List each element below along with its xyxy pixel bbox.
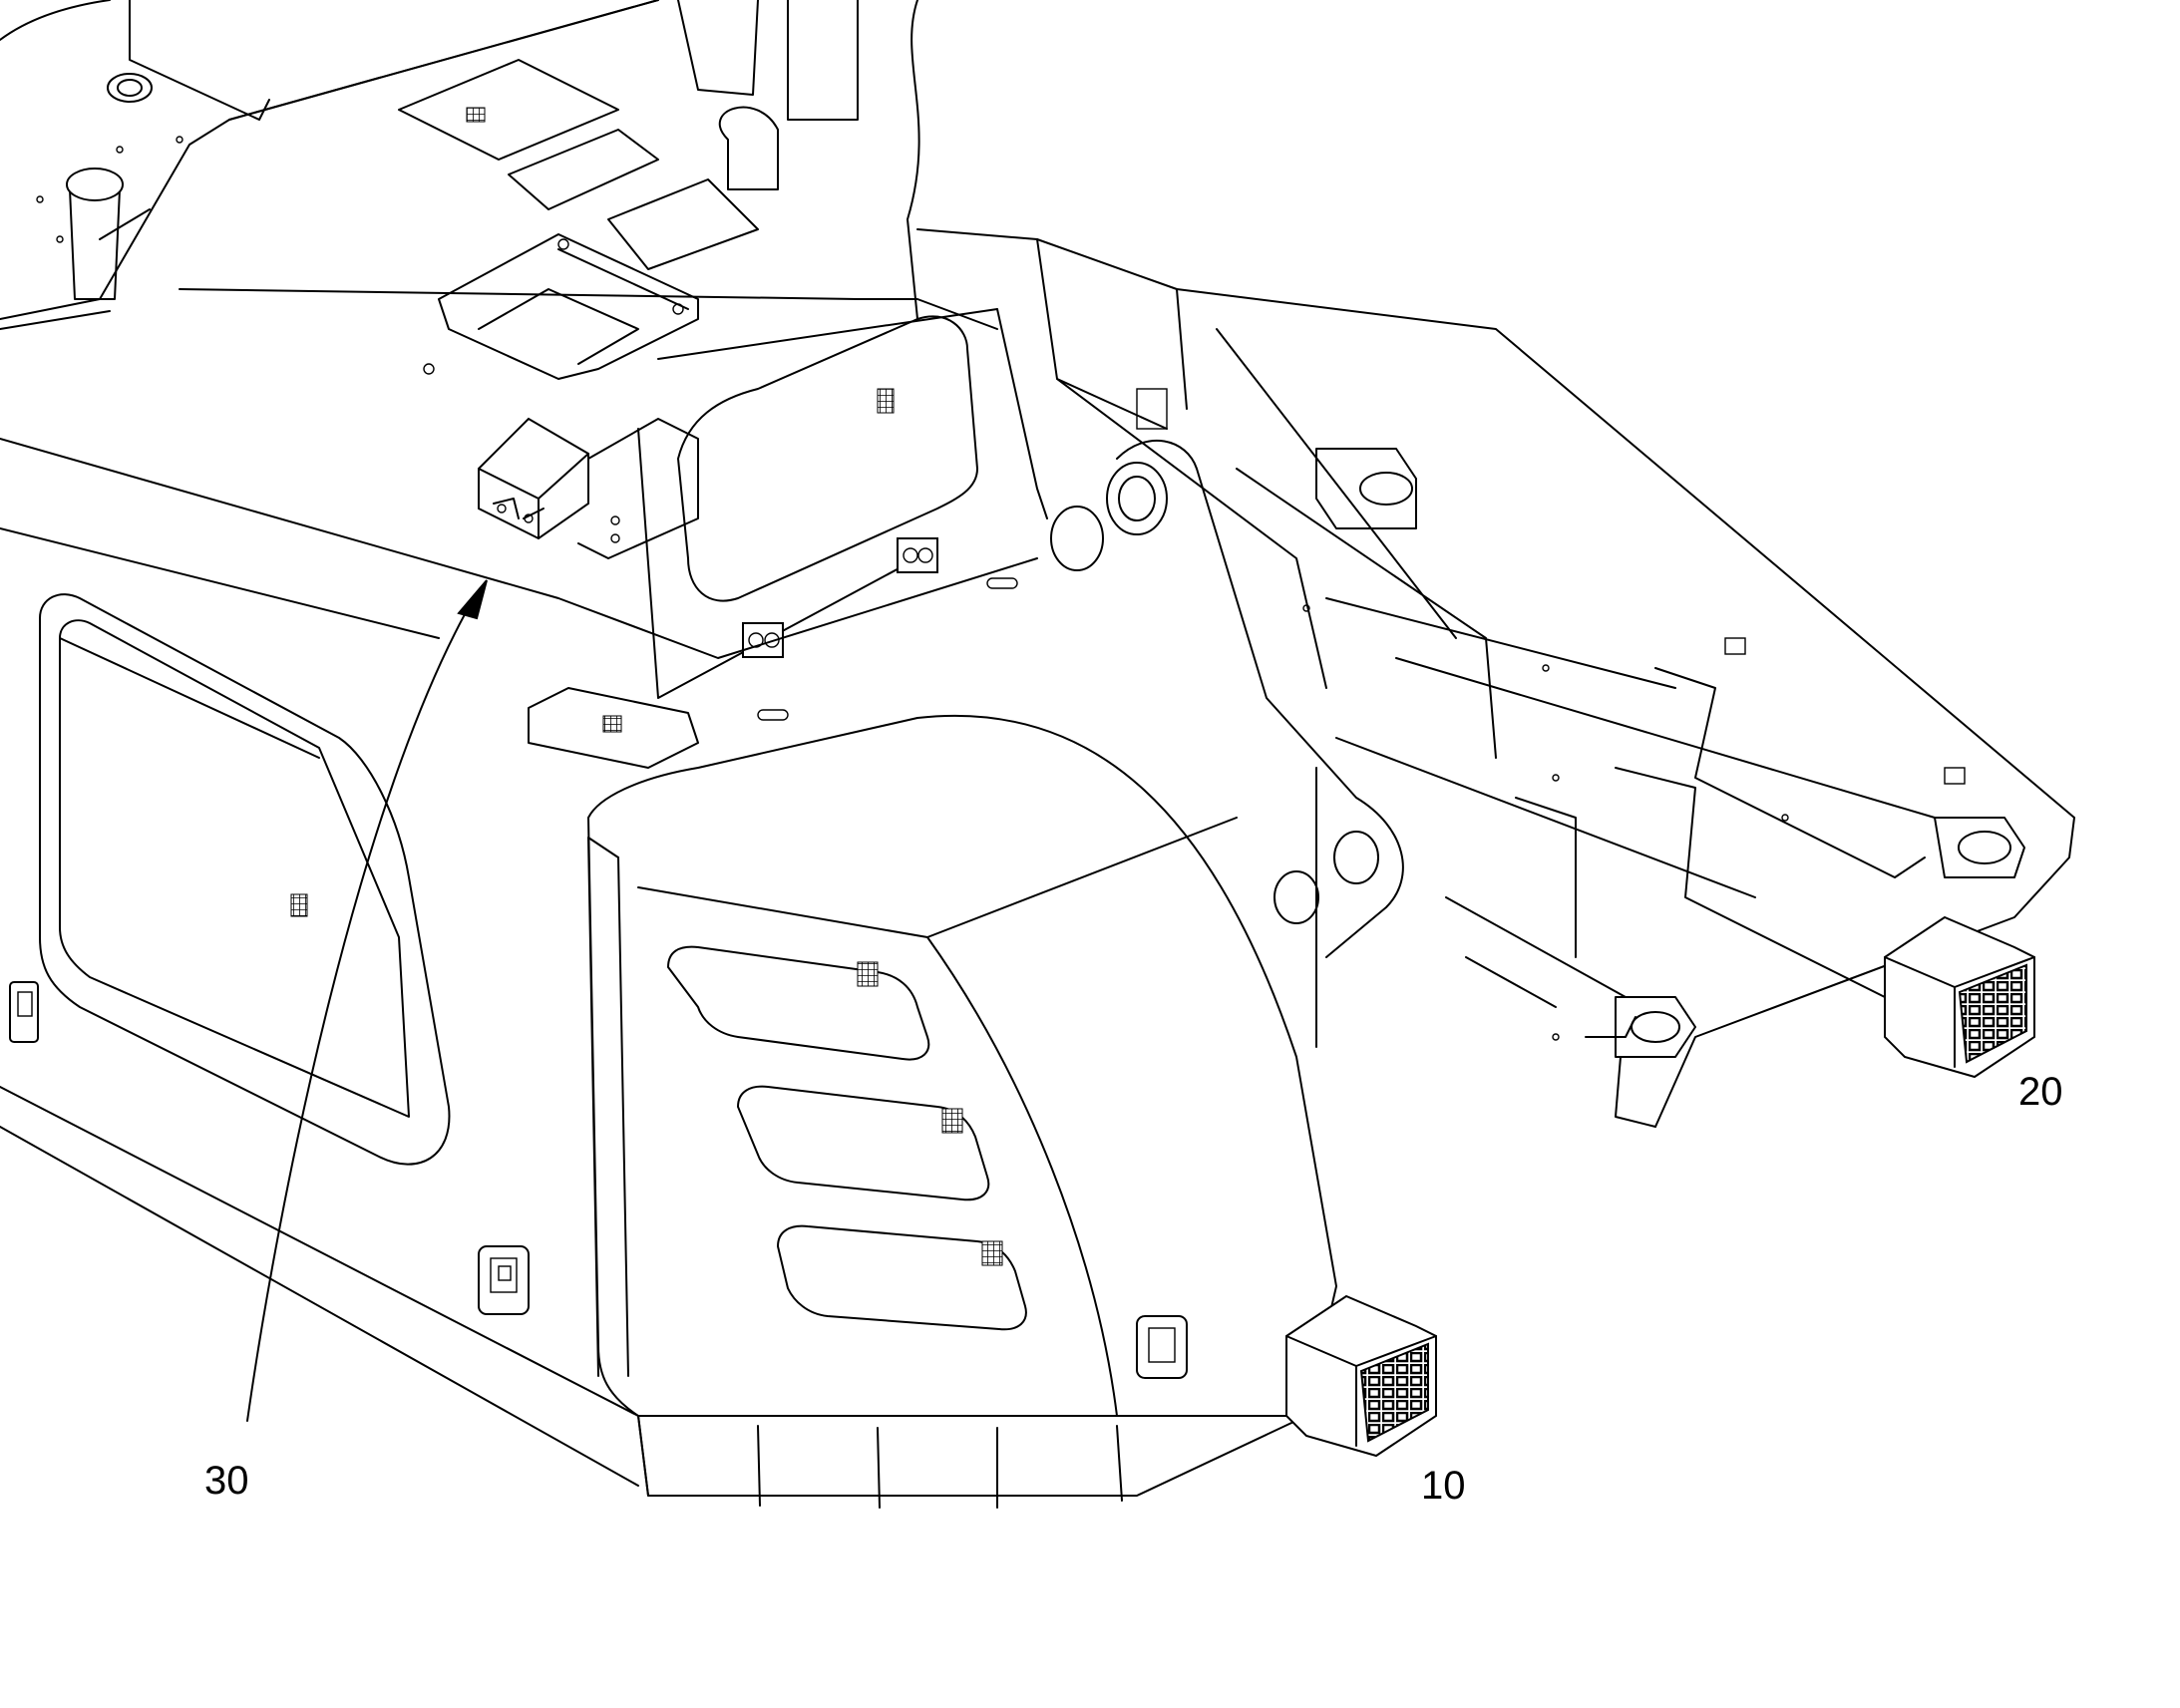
reference-label-30: 30 (204, 1459, 249, 1503)
sensor-30 (478, 417, 699, 559)
main-housing (0, 438, 1337, 1509)
upper-frame (0, 0, 920, 330)
sensor-10 (1285, 1294, 1437, 1458)
top-housing (179, 0, 1048, 721)
right-outrigger-frame (916, 228, 2075, 1128)
leader-line-30 (246, 579, 488, 1422)
reference-label-20: 20 (2018, 1070, 2063, 1114)
sensor-20 (1884, 915, 2035, 1079)
reference-label-10: 10 (1421, 1464, 1466, 1508)
